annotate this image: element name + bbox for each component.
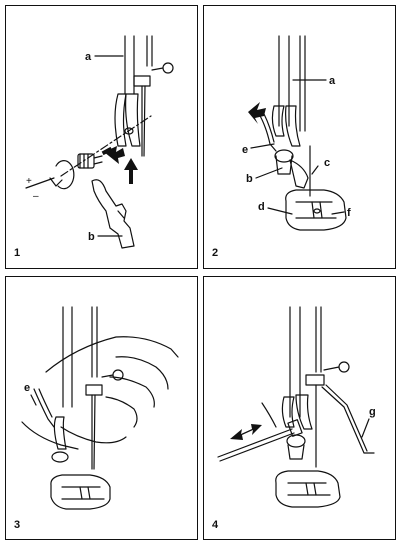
step-1-illustration: a b + – bbox=[25, 35, 174, 249]
step-3-illustration: e bbox=[21, 306, 179, 510]
panel-step-4: g 4 bbox=[203, 276, 396, 540]
label-e: e bbox=[242, 144, 248, 156]
label-a: a bbox=[85, 51, 92, 63]
label-b: b bbox=[88, 231, 95, 243]
plus-sign: + bbox=[26, 176, 32, 187]
step-4-illustration: g bbox=[217, 306, 376, 508]
step-number: 4 bbox=[212, 519, 219, 531]
step-2-illustration: a e c b d f bbox=[242, 35, 351, 231]
label-d: d bbox=[258, 201, 265, 213]
label-b: b bbox=[246, 173, 253, 185]
label-g: g bbox=[369, 406, 376, 418]
step-number: 1 bbox=[14, 247, 21, 259]
panel-step-2: a e c b d f 2 bbox=[203, 5, 396, 269]
step-number: 3 bbox=[14, 519, 21, 531]
label-a: a bbox=[329, 75, 336, 87]
label-e: e bbox=[24, 382, 30, 394]
panel-step-1: a b + – 1 bbox=[5, 5, 198, 269]
label-f: f bbox=[347, 207, 351, 219]
step-number: 2 bbox=[212, 247, 219, 259]
minus-sign: – bbox=[33, 191, 39, 202]
panel-step-3: e 3 bbox=[5, 276, 198, 540]
label-c: c bbox=[324, 157, 330, 169]
